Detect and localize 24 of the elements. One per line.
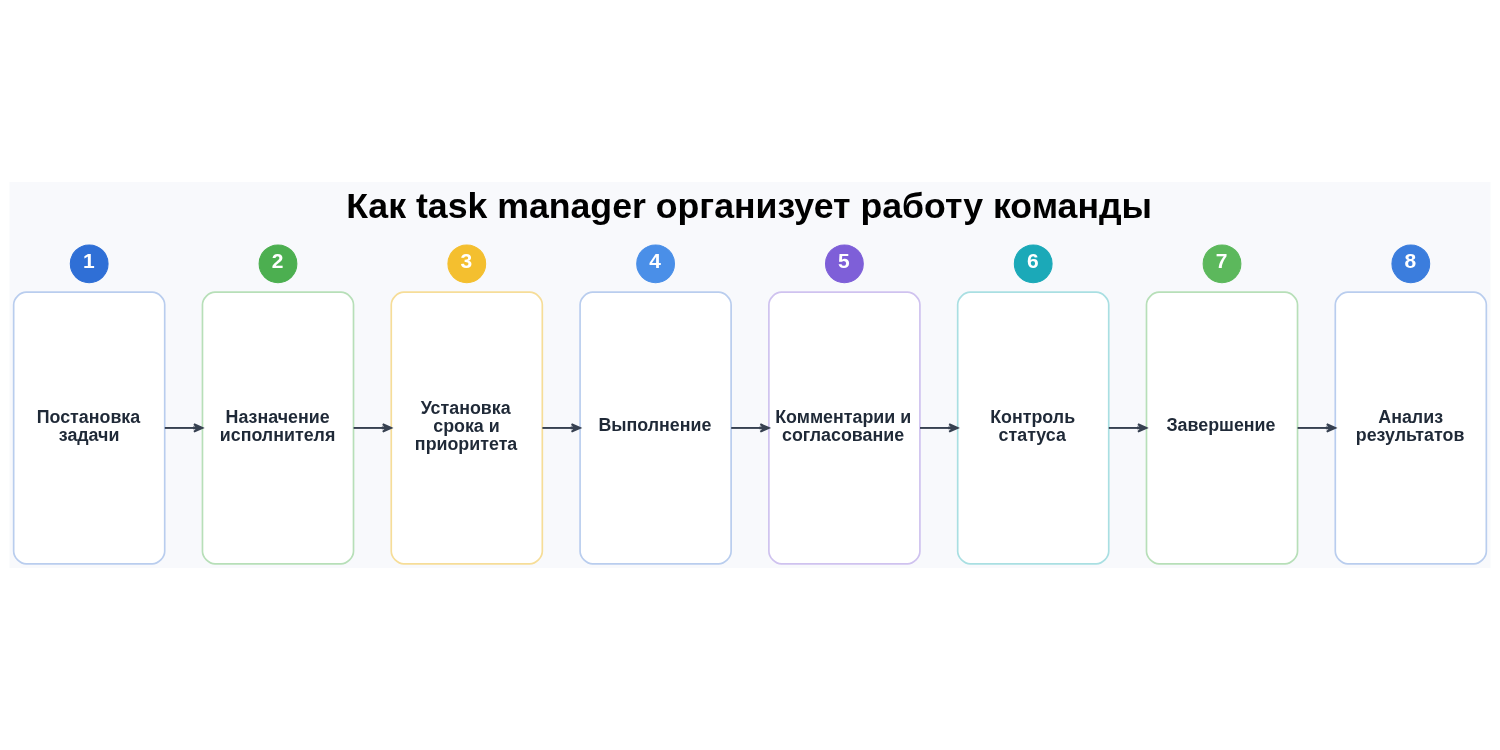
node-box: Постановка задачи: [12, 291, 166, 565]
node-box: Завершение: [1145, 291, 1299, 565]
node-box: Установка срока и приоритета: [390, 291, 544, 565]
node-box: Анализ результатов: [1334, 291, 1488, 565]
node-circle: 7: [1202, 244, 1242, 284]
diagram-title: Как task manager организует работу команды: [346, 185, 1153, 226]
node-circle: 4: [636, 244, 675, 284]
arrow: [352, 423, 393, 433]
node-circle: 2: [258, 244, 298, 284]
arrow: [163, 423, 204, 433]
arrow: [919, 423, 959, 433]
arrow: [1107, 423, 1148, 433]
node-circle: 6: [1013, 244, 1053, 284]
node-circle: 1: [69, 244, 109, 284]
arrow: [1296, 423, 1337, 433]
node-circle: 3: [447, 244, 487, 284]
node-box: Выполнение: [579, 291, 732, 565]
node-circle: 8: [1391, 244, 1431, 284]
node-box: Комментарии и согласование: [768, 291, 921, 565]
node-box: Назначение исполнителя: [201, 291, 355, 565]
arrow: [541, 423, 581, 433]
node-box: Контроль статуса: [956, 291, 1110, 565]
node-circle: 5: [825, 244, 864, 284]
arrow: [730, 423, 770, 433]
